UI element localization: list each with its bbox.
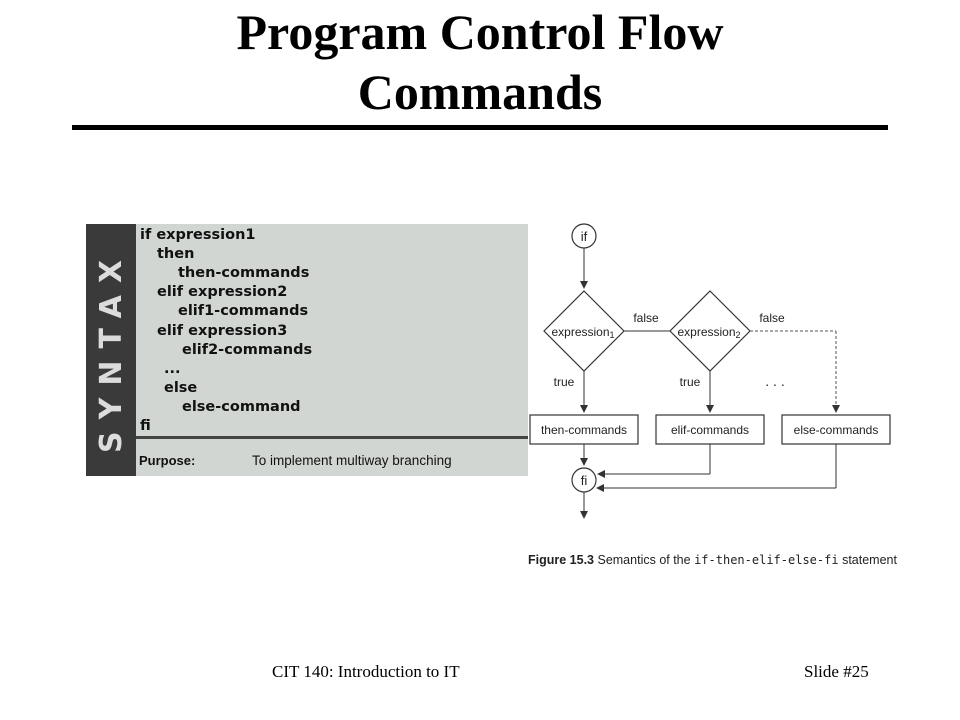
title-underline [72,125,888,130]
code-line: ... [164,361,181,377]
purpose-label: Purpose: [139,453,196,468]
code-line: elif2-commands [182,342,313,358]
figure-caption: Figure 15.3 Semantics of the if-then-eli… [528,553,897,567]
code-line: elif expression2 [157,284,288,300]
footer-course-name: CIT 140: Introduction to IT [272,662,460,681]
slide-title-line-1: Program Control Flow [236,4,724,60]
code-line: elif expression3 [157,323,288,339]
slide-title: Program Control Flow Commands [72,2,888,122]
flow-box-elif [655,414,765,445]
figure-caption-code: if-then-elif-else-fi [694,553,839,567]
code-line: then [157,246,195,262]
flow-start-label: if [581,229,588,244]
syntax-divider [136,436,528,439]
code-line: if expression1 [140,227,256,243]
code-line: fi [140,418,151,434]
code-line: then-commands [178,265,310,281]
flow-box-then [529,414,639,445]
syntax-side-strip [86,224,136,476]
flow-end-label: fi [581,473,588,488]
flow-false-label-2: false [759,311,785,325]
footer-slide-number: Slide #25 [804,662,869,681]
flow-decision-1-label: expression1 [551,325,614,340]
flow-box-then-label: then-commands [541,423,627,437]
flow-box-else-label: else-commands [794,423,879,437]
flow-false-label-1: false [633,311,659,325]
figure-caption-end: statement [842,553,897,567]
flow-box-elif-label: elif-commands [671,423,749,437]
flow-true-label-1: true [554,375,575,389]
syntax-code-panel: if expression1 then then-commands elif e… [136,224,528,476]
flow-decision-2-label: expression2 [677,325,740,340]
slide-title-line-2: Commands [357,64,603,120]
figure-caption-text: Semantics of the [597,553,691,567]
flow-ellipsis: . . . [765,373,784,389]
figure-number: Figure 15.3 [528,553,594,567]
code-line: else-command [182,399,301,415]
code-line: elif1-commands [178,303,309,319]
code-line: else [164,380,198,396]
flow-true-label-2: true [680,375,701,389]
purpose-text: To implement multiway branching [252,453,452,468]
